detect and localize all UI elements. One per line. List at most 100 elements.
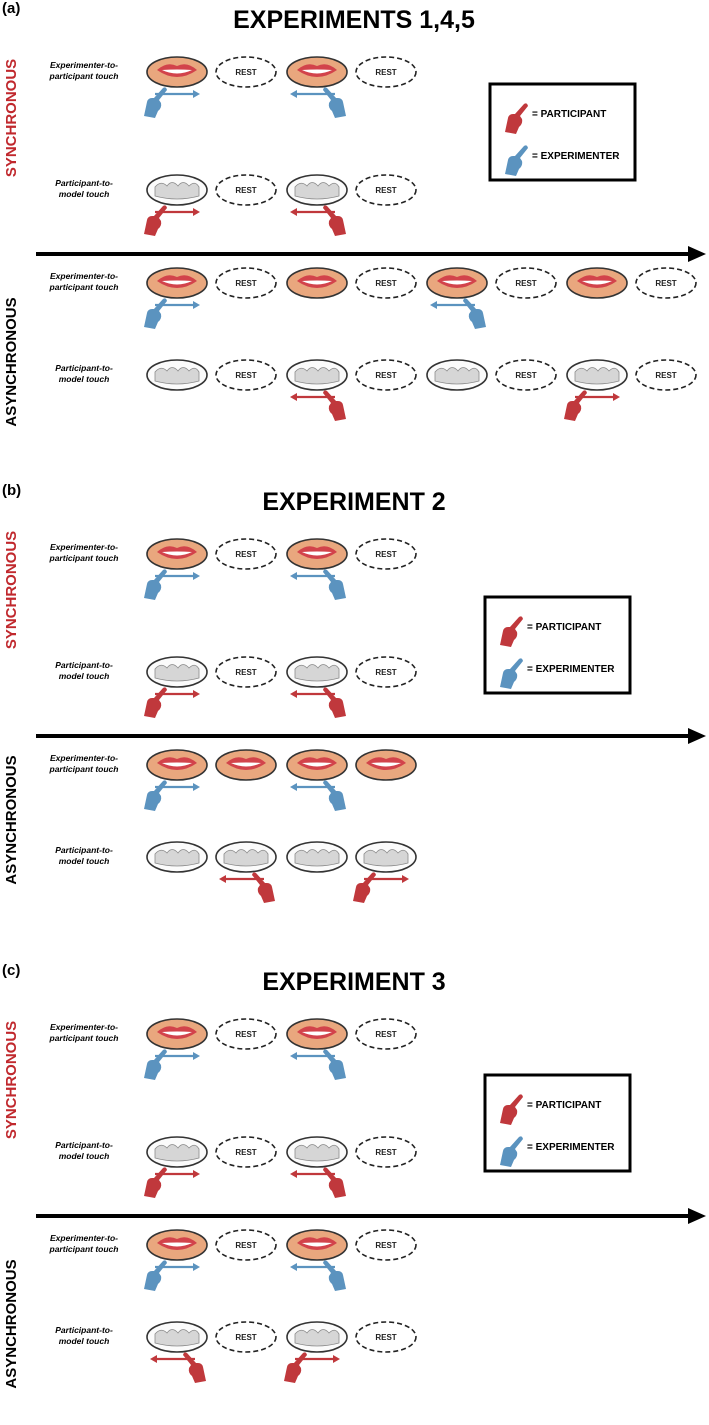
hand-shape [500, 658, 523, 689]
legend-experimenter-label: = EXPERIMENTER [532, 151, 620, 162]
rest-label: REST [375, 550, 396, 559]
rest-oval [355, 359, 417, 391]
hand-shape [323, 1167, 346, 1198]
row-label-line2: model touch [59, 1336, 110, 1346]
arrow-right-icon [193, 208, 200, 216]
panel-title: EXPERIMENT 2 [262, 488, 445, 516]
rest-label: REST [375, 668, 396, 677]
panel-title: EXPERIMENT 3 [262, 968, 445, 996]
row-label-line2: participant touch [49, 764, 119, 774]
rest-label: REST [235, 1241, 256, 1250]
tooth-model-shape [154, 1144, 200, 1162]
hand-icon [323, 569, 346, 600]
rest-oval [215, 56, 277, 88]
rest-oval [355, 656, 417, 688]
rest-oval [355, 538, 417, 570]
tooth-model-shape [294, 849, 340, 867]
hand-shape [252, 872, 275, 903]
tooth-model-shape [154, 182, 200, 200]
legend-experimenter-label: = EXPERIMENTER [527, 1142, 615, 1153]
rest-label: REST [515, 279, 536, 288]
row-label-line2: model touch [59, 189, 110, 199]
rest-label: REST [375, 1333, 396, 1342]
hand-shape [505, 145, 528, 176]
time-axis-arrowhead-icon [688, 246, 706, 262]
row-label-line1: Experimenter-to- [50, 60, 118, 70]
rest-oval [215, 267, 277, 299]
time-axis-arrowhead-icon [688, 1208, 706, 1224]
row-label-line1: Participant-to- [55, 363, 113, 373]
condition-row: Experimenter-to-participant touch REST RES… [49, 267, 697, 329]
rest-label: REST [375, 1241, 396, 1250]
hand-shape [353, 872, 376, 903]
rest-oval [355, 1229, 417, 1261]
row-label-line2: participant touch [49, 282, 119, 292]
arrow-left-icon [290, 783, 297, 791]
hand-icon [144, 569, 167, 600]
rest-oval [635, 267, 697, 299]
row-label-line2: participant touch [49, 1244, 119, 1254]
hand-shape [323, 687, 346, 718]
teeth-shape [302, 1242, 332, 1247]
rest-label: REST [515, 371, 536, 380]
rest-oval [355, 1136, 417, 1168]
condition-row: Participant-to-model touch [55, 841, 417, 903]
hand-icon [500, 1136, 523, 1167]
hand-shape [144, 780, 167, 811]
row-label-line1: Participant-to- [55, 1140, 113, 1150]
hand-icon [144, 1049, 167, 1080]
rest-label: REST [375, 279, 396, 288]
row-label-line1: Participant-to- [55, 660, 113, 670]
hand-icon [144, 1167, 167, 1198]
legend-box: = PARTICIPANT= EXPERIMENTER [483, 595, 632, 695]
hand-icon [463, 298, 486, 329]
arrow-right-icon [193, 783, 200, 791]
tooth-model-shape [574, 367, 620, 385]
hand-shape [144, 1260, 167, 1291]
arrow-right-icon [193, 301, 200, 309]
teeth-shape [302, 69, 332, 74]
rest-label: REST [235, 550, 256, 559]
time-axis-arrowhead-icon [688, 728, 706, 744]
rest-label: REST [655, 279, 676, 288]
teeth-shape [302, 280, 332, 285]
hand-shape [323, 87, 346, 118]
panel-letter: (b) [2, 482, 21, 499]
hand-shape [323, 390, 346, 421]
hand-shape [463, 298, 486, 329]
row-label-line2: model touch [59, 374, 110, 384]
tooth-model-shape [294, 1144, 340, 1162]
arrow-left-icon [290, 90, 297, 98]
arrow-left-icon [290, 1170, 297, 1178]
tooth-model-shape [154, 849, 200, 867]
arrow-right-icon [193, 572, 200, 580]
hand-icon [252, 872, 275, 903]
arrow-right-icon [193, 690, 200, 698]
legend-box: = PARTICIPANT= EXPERIMENTER [488, 82, 637, 182]
hand-icon [323, 687, 346, 718]
hand-icon [323, 1049, 346, 1080]
hand-icon [323, 1167, 346, 1198]
teeth-shape [302, 762, 332, 767]
rest-oval [355, 267, 417, 299]
hand-shape [505, 103, 528, 134]
rest-label: REST [235, 1030, 256, 1039]
hand-shape [500, 1094, 523, 1125]
arrow-right-icon [193, 1052, 200, 1060]
panel-letter: (a) [2, 0, 20, 17]
row-label-line1: Experimenter-to- [50, 271, 118, 281]
hand-icon [144, 1260, 167, 1291]
legend-experimenter-label: = EXPERIMENTER [527, 664, 615, 675]
row-label-line1: Experimenter-to- [50, 1022, 118, 1032]
synchronous-label: SYNCHRONOUS [3, 59, 20, 177]
rest-label: REST [375, 1148, 396, 1157]
hand-icon [323, 87, 346, 118]
hand-shape [284, 1352, 307, 1383]
hand-shape [323, 569, 346, 600]
rest-label: REST [235, 186, 256, 195]
